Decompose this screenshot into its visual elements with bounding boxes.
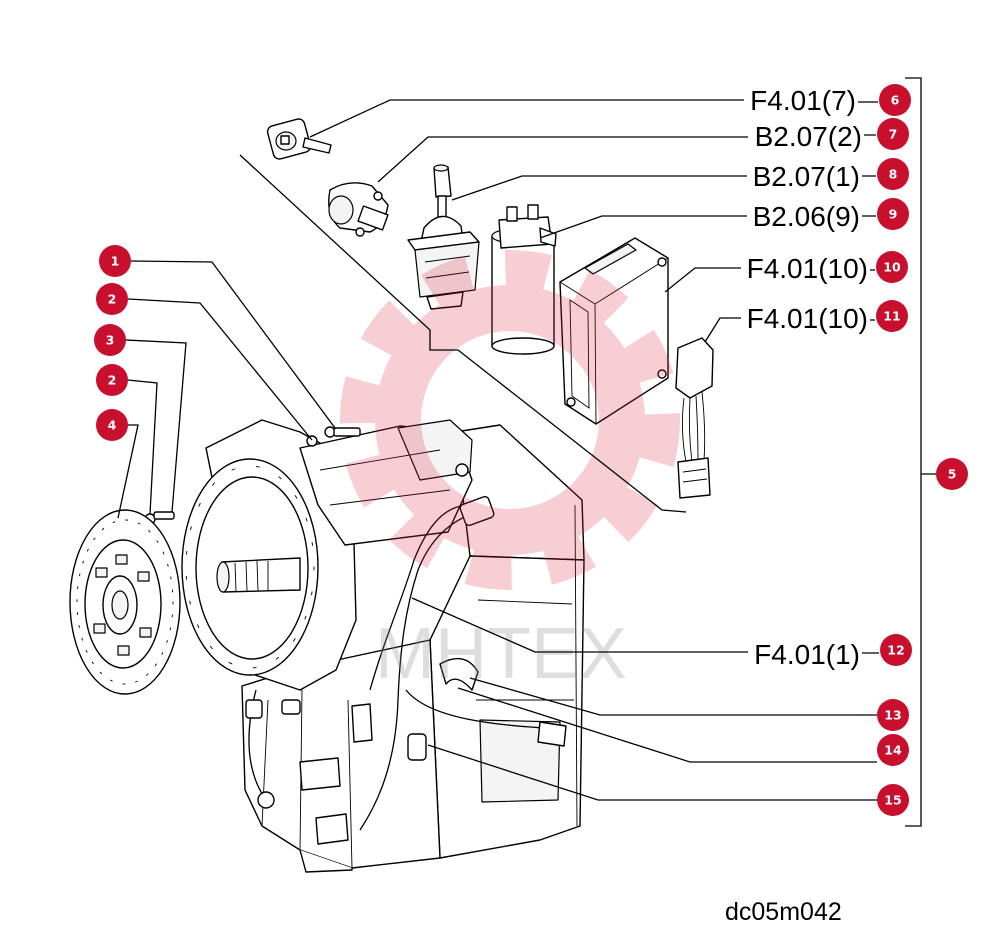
- callout-number: 13: [884, 708, 901, 723]
- callout-number: 15: [884, 793, 901, 808]
- ref-label-12: F4.01(1): [754, 639, 860, 670]
- part-filter: [491, 204, 557, 355]
- leader-line-11: [704, 317, 875, 343]
- leader-line-6: [309, 99, 878, 138]
- leader-line-1: [130, 260, 336, 429]
- callout-number: 11: [883, 309, 900, 324]
- group-bracket: [905, 77, 936, 827]
- callout-1[interactable]: 1: [99, 245, 131, 277]
- part-connector: [675, 337, 714, 499]
- callout-7[interactable]: 7: [877, 118, 909, 150]
- callout-13[interactable]: 13: [877, 699, 909, 731]
- ref-label-10: F4.01(10): [747, 253, 868, 284]
- callout-11[interactable]: 11: [876, 300, 908, 332]
- callout-number: 6: [891, 93, 900, 108]
- callout-15[interactable]: 15: [877, 784, 909, 816]
- callout-9[interactable]: 9: [877, 198, 909, 230]
- leader-line-group: [239, 154, 687, 513]
- leader-line-10: [664, 267, 875, 293]
- callout-number: 14: [884, 743, 902, 758]
- callout-2b[interactable]: 2: [96, 364, 128, 396]
- callout-2[interactable]: 2: [96, 283, 128, 315]
- callout-number: 2: [108, 373, 117, 388]
- watermark-gear: [340, 250, 680, 590]
- ref-label-6: F4.01(7): [750, 85, 856, 116]
- callout-14[interactable]: 14: [877, 734, 909, 766]
- callout-number: 3: [106, 333, 115, 348]
- leader-line-13: [469, 677, 877, 716]
- callout-number: 5: [948, 467, 957, 482]
- leader-line-2: [127, 298, 313, 441]
- leader-lines: [117, 77, 936, 827]
- callout-number: 1: [111, 254, 120, 269]
- part-control-unit: [559, 237, 669, 425]
- leader-line-7: [377, 134, 876, 183]
- leader-line-12: [411, 597, 879, 654]
- callout-8[interactable]: 8: [877, 158, 909, 190]
- input-shaft: [216, 557, 301, 593]
- leader-line-9: [539, 215, 876, 239]
- leader-line-3: [125, 339, 187, 513]
- callout-5[interactable]: 5: [936, 458, 968, 490]
- leader-line-2b: [127, 379, 158, 515]
- callout-number: 7: [889, 127, 898, 142]
- callout-number: 9: [889, 207, 898, 222]
- drawing-code: dc05m042: [725, 898, 842, 926]
- part-speed-sensor: [328, 182, 389, 237]
- ref-label-9: B2.06(9): [753, 201, 860, 232]
- callout-12[interactable]: 12: [880, 634, 912, 666]
- wiring-harness: [359, 495, 567, 831]
- ref-label-11: F4.01(10): [747, 303, 868, 334]
- callout-number: 2: [108, 292, 117, 307]
- part-joystick: [407, 164, 480, 310]
- leader-line-4: [117, 424, 139, 519]
- leader-line-14: [457, 687, 877, 763]
- leader-line-15: [427, 744, 877, 801]
- clutch-disc: [69, 509, 181, 695]
- callout-number: 8: [889, 167, 898, 182]
- transmission-housing: [241, 424, 585, 873]
- callout-10[interactable]: 10: [876, 251, 908, 283]
- ref-label-8: B2.07(1): [753, 161, 860, 192]
- hydraulic-pump: [299, 419, 473, 546]
- callout-6[interactable]: 6: [879, 84, 911, 116]
- ref-label-7: B2.07(2): [755, 121, 862, 152]
- callout-number: 4: [108, 418, 117, 433]
- callout-number: 10: [883, 260, 901, 275]
- callout-4[interactable]: 4: [96, 409, 128, 441]
- leader-line-8: [451, 175, 876, 201]
- callout-number: 12: [887, 643, 904, 658]
- part-switch: [266, 118, 332, 160]
- watermark-text: MHTEX: [375, 614, 627, 694]
- callout-3[interactable]: 3: [94, 324, 126, 356]
